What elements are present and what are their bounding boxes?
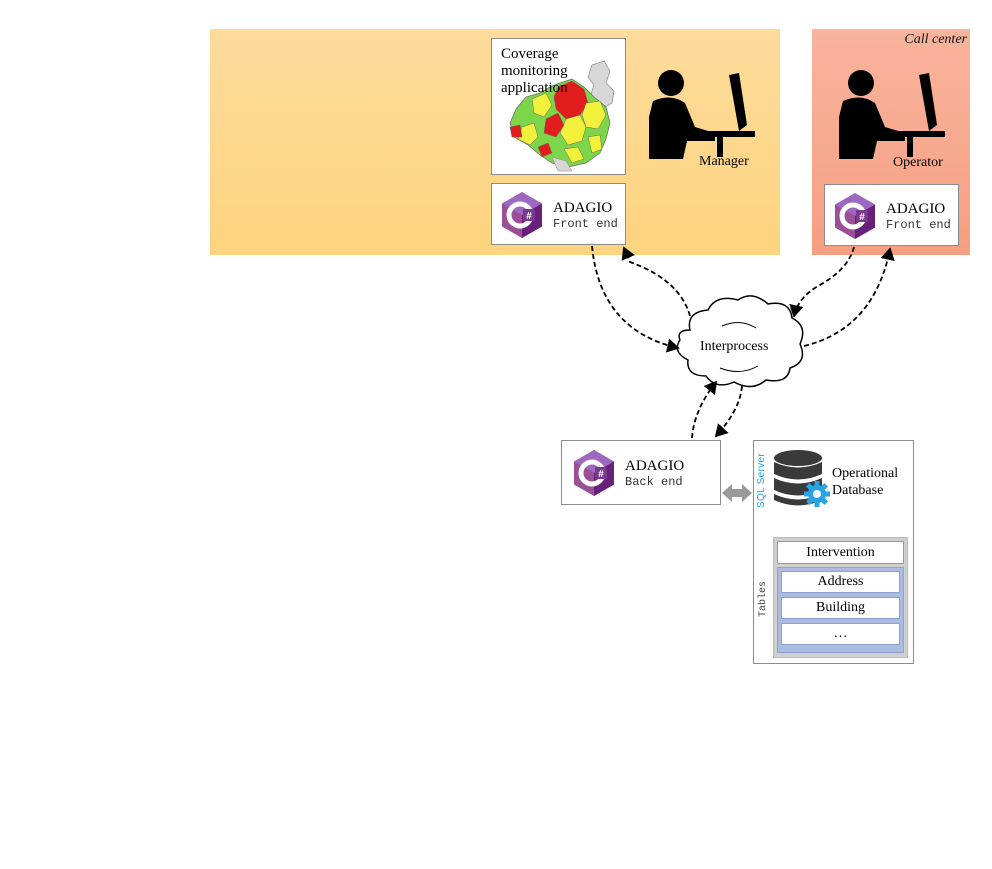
operational-database: SQL Server Operational Database Tables I… — [753, 440, 914, 664]
csharp-logo-icon: # — [574, 450, 614, 496]
adagio-backend: # ADAGIO Back end — [561, 440, 721, 505]
backend-database-link-icon — [722, 484, 752, 502]
interprocess-to-operator-arrow — [803, 247, 895, 347]
svg-text:#: # — [859, 212, 865, 223]
interprocess-label: Interprocess — [700, 339, 769, 354]
table-more: … — [781, 623, 900, 645]
table-address: Address — [781, 571, 900, 593]
operator-adagio-frontend: # ADAGIO Front end — [824, 184, 959, 246]
adagio-sub: Front end — [886, 218, 951, 232]
table-intervention: Intervention — [777, 541, 904, 564]
database-icon — [774, 450, 830, 507]
operator-label: Operator — [893, 155, 943, 170]
call-center-title: Call center — [904, 32, 967, 47]
csharp-logo-icon: # — [502, 192, 542, 238]
manager-person-icon — [649, 70, 755, 159]
tables-list: Intervention Address Building … — [773, 537, 908, 658]
coverage-map-icon — [509, 60, 615, 172]
backend-to-interprocess-arrow — [691, 380, 718, 439]
sql-server-label: SQL Server — [756, 453, 767, 509]
table-building: Building — [781, 597, 900, 619]
csharp-logo-icon: # — [835, 193, 875, 239]
manager-to-interprocess-arrow — [591, 245, 680, 353]
adagio-sub: Front end — [553, 217, 618, 231]
interprocess-to-backend-arrow — [714, 385, 743, 438]
interprocess-cloud — [676, 295, 804, 388]
gear-icon — [804, 481, 830, 507]
operator-to-interprocess-arrow — [789, 246, 855, 318]
operator-person-icon — [839, 70, 945, 159]
coverage-app-label: Coverage monitoring application — [501, 46, 568, 96]
table-group: Address Building … — [777, 567, 904, 653]
svg-text:#: # — [526, 211, 532, 222]
adagio-name: ADAGIO — [553, 200, 613, 216]
coverage-monitoring-app: Coverage monitoring application — [491, 38, 626, 175]
adagio-sub: Back end — [625, 475, 683, 489]
database-title-line1: Operational — [832, 466, 899, 481]
manager-adagio-frontend: # ADAGIO Front end — [491, 183, 626, 245]
svg-text:#: # — [598, 469, 604, 480]
manager-label: Manager — [699, 154, 749, 169]
adagio-name: ADAGIO — [886, 201, 946, 217]
database-title-line2: Database — [832, 483, 884, 498]
interprocess-to-manager-arrow — [621, 246, 691, 317]
adagio-name: ADAGIO — [625, 458, 685, 474]
database-title: Operational Database — [832, 465, 898, 499]
tables-label: Tables — [758, 581, 769, 618]
